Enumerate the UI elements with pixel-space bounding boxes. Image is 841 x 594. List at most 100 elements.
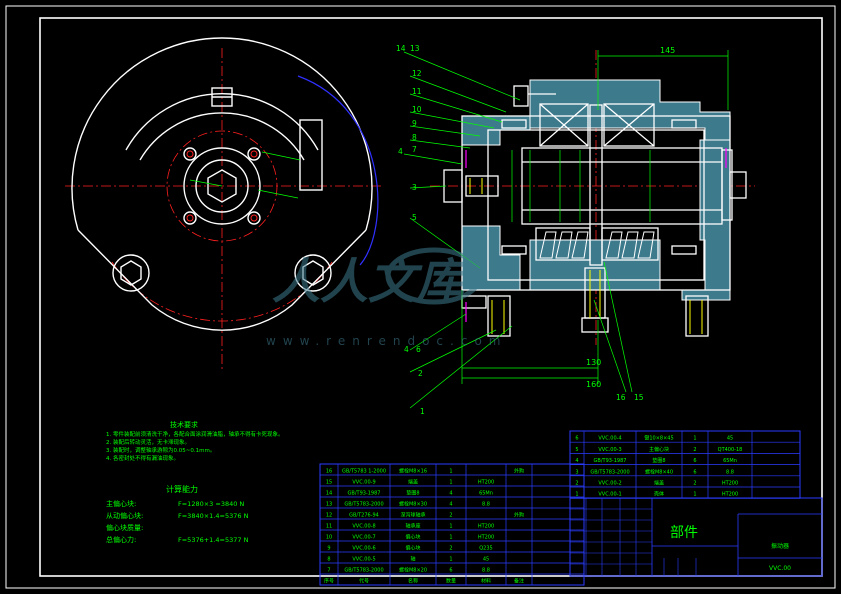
leader-3: 3	[412, 183, 417, 192]
table-cell: 外购	[514, 468, 524, 475]
table-cell: VVC.00-9	[352, 480, 375, 486]
table-cell: GB/T93-1987	[594, 458, 627, 464]
watermark-logo-ring	[385, 247, 483, 305]
table-cell: HT200	[478, 524, 494, 530]
table-cell: VVC.00-8	[352, 524, 375, 530]
leader-5: 5	[412, 213, 417, 222]
table-cell: 12	[326, 513, 332, 519]
table-cell: 45	[727, 436, 733, 442]
table-cell: 垫圈8	[406, 490, 419, 497]
table-cell: 4	[575, 458, 578, 464]
table-cell: VVC.00-1	[598, 492, 621, 498]
table-cell: HT200	[478, 480, 494, 486]
calc-label-1: 主偏心块:	[106, 499, 136, 508]
table-cell: 数量	[446, 578, 456, 585]
drawing-frame	[5, 5, 836, 589]
table-cell: 螺栓M8×20	[399, 567, 427, 574]
table-cell: 3	[575, 469, 578, 475]
table-cell: 螺栓M8×16	[399, 468, 427, 475]
table-cell: VVC.00-3	[598, 447, 621, 453]
table-cell: GB/T276-94	[349, 513, 379, 519]
table-cell: 5	[575, 447, 578, 453]
leader-4a: 4	[398, 147, 403, 156]
table-cell: HT200	[722, 492, 738, 498]
leader-16: 16	[616, 393, 626, 402]
magenta-marks	[465, 148, 727, 322]
table-cell: 代号	[359, 578, 369, 585]
table-cell: 2	[693, 447, 696, 453]
dim-bottom-inner: 130	[586, 358, 601, 367]
calc-label-2: 从动偏心块:	[106, 511, 143, 520]
table-cell: GB/T93-1987	[348, 491, 381, 497]
table-cell: 备注	[514, 578, 524, 585]
tech-note-4: 4. 各密封处不得有漏油现象。	[106, 454, 179, 462]
table-cell: 端盖	[408, 479, 418, 486]
tech-notes: 技术要求 1. 零件装配前须清洗干净，各配合面涂润滑油脂，轴承不得有卡死现象。 …	[106, 420, 284, 462]
dim-bottom-outer: 160	[586, 380, 601, 389]
table-cell: 8.8	[482, 502, 490, 508]
table-cell: 1	[693, 436, 696, 442]
table-cell: 16	[326, 469, 332, 475]
table-cell: 端盖	[654, 480, 664, 487]
calc-formula-2: F=3840×1.4=5376 N	[178, 512, 249, 520]
leader-labels: 14 13 12 11 10 9 8 4 7 3 5 4 6 2 1 16 15	[396, 44, 644, 416]
watermark: 人人文库 www.renrendoc.com	[266, 247, 500, 348]
end-view-small-holes-red	[186, 150, 258, 222]
tapered-rollers	[539, 231, 655, 259]
table-cell: 65Mn	[479, 491, 493, 497]
table-cell: 1	[449, 469, 452, 475]
table-cell: 2	[449, 546, 452, 552]
table-cell: 8.8	[726, 469, 734, 475]
title-block-title: 部件	[670, 525, 698, 541]
tech-note-1: 1. 零件装配前须清洗干净，各配合面涂润滑油脂，轴承不得有卡死现象。	[106, 430, 284, 438]
table-cell: VVC.00-4	[598, 436, 621, 442]
blue-arc	[297, 75, 379, 266]
leader-1: 1	[420, 407, 425, 416]
end-view	[65, 37, 382, 372]
table-cell: 14	[326, 491, 332, 497]
table-cell: 8.8	[482, 568, 490, 574]
tech-note-2: 2. 装配后转动灵活，无卡滞现象。	[106, 438, 190, 446]
leader-10: 10	[412, 105, 422, 114]
tech-note-3: 3. 装配时，调整轴承游隙为0.05~0.1mm。	[106, 446, 215, 454]
table-cell: 主偏心块	[649, 446, 669, 453]
table-cell: 1	[449, 557, 452, 563]
leader-15: 15	[634, 393, 644, 402]
table-cell: 65Mn	[723, 458, 737, 464]
end-view-outline	[71, 37, 373, 331]
table-cell: 6	[693, 458, 696, 464]
table-cell: QT400-18	[718, 447, 743, 453]
table-cell: VVC.00-2	[598, 481, 621, 487]
table-cell: 偏心块	[405, 534, 420, 541]
table-cell: 7	[327, 568, 330, 574]
table-cell: 壳体	[654, 491, 664, 498]
table-cell: 11	[326, 524, 332, 530]
table-cell: HT200	[722, 481, 738, 487]
leader-lines	[403, 51, 633, 409]
table-cell: 螺栓M8×40	[645, 468, 673, 475]
table-cell: 8	[327, 557, 330, 563]
calc-label-3: 偏心块质量:	[106, 523, 143, 532]
end-view-leaders	[189, 151, 301, 199]
table-cell: HT200	[478, 535, 494, 541]
leader-11: 11	[412, 87, 422, 96]
table-cell: 材料	[481, 578, 491, 585]
table-cell: 深沟球轴承	[400, 512, 425, 519]
table-cell: Q235	[479, 546, 492, 552]
table-cell: 6	[449, 568, 452, 574]
leader-12: 12	[412, 69, 422, 78]
table-cell: 轴承座	[405, 523, 420, 530]
table-cell: 1	[449, 480, 452, 486]
calc-formula-1: F=1280×3 =3840 N	[178, 500, 244, 508]
table-cell: VVC.00-6	[352, 546, 375, 552]
table-cell: 外购	[514, 512, 524, 519]
leader-7: 7	[412, 145, 417, 154]
leader-2: 2	[418, 369, 423, 378]
table-cell: VVC.00-7	[352, 535, 375, 541]
table-cell: 轴	[410, 556, 415, 563]
tech-notes-title: 技术要求	[170, 420, 198, 429]
table-cell: 偏心块	[405, 545, 420, 552]
table-cell: 1	[449, 535, 452, 541]
